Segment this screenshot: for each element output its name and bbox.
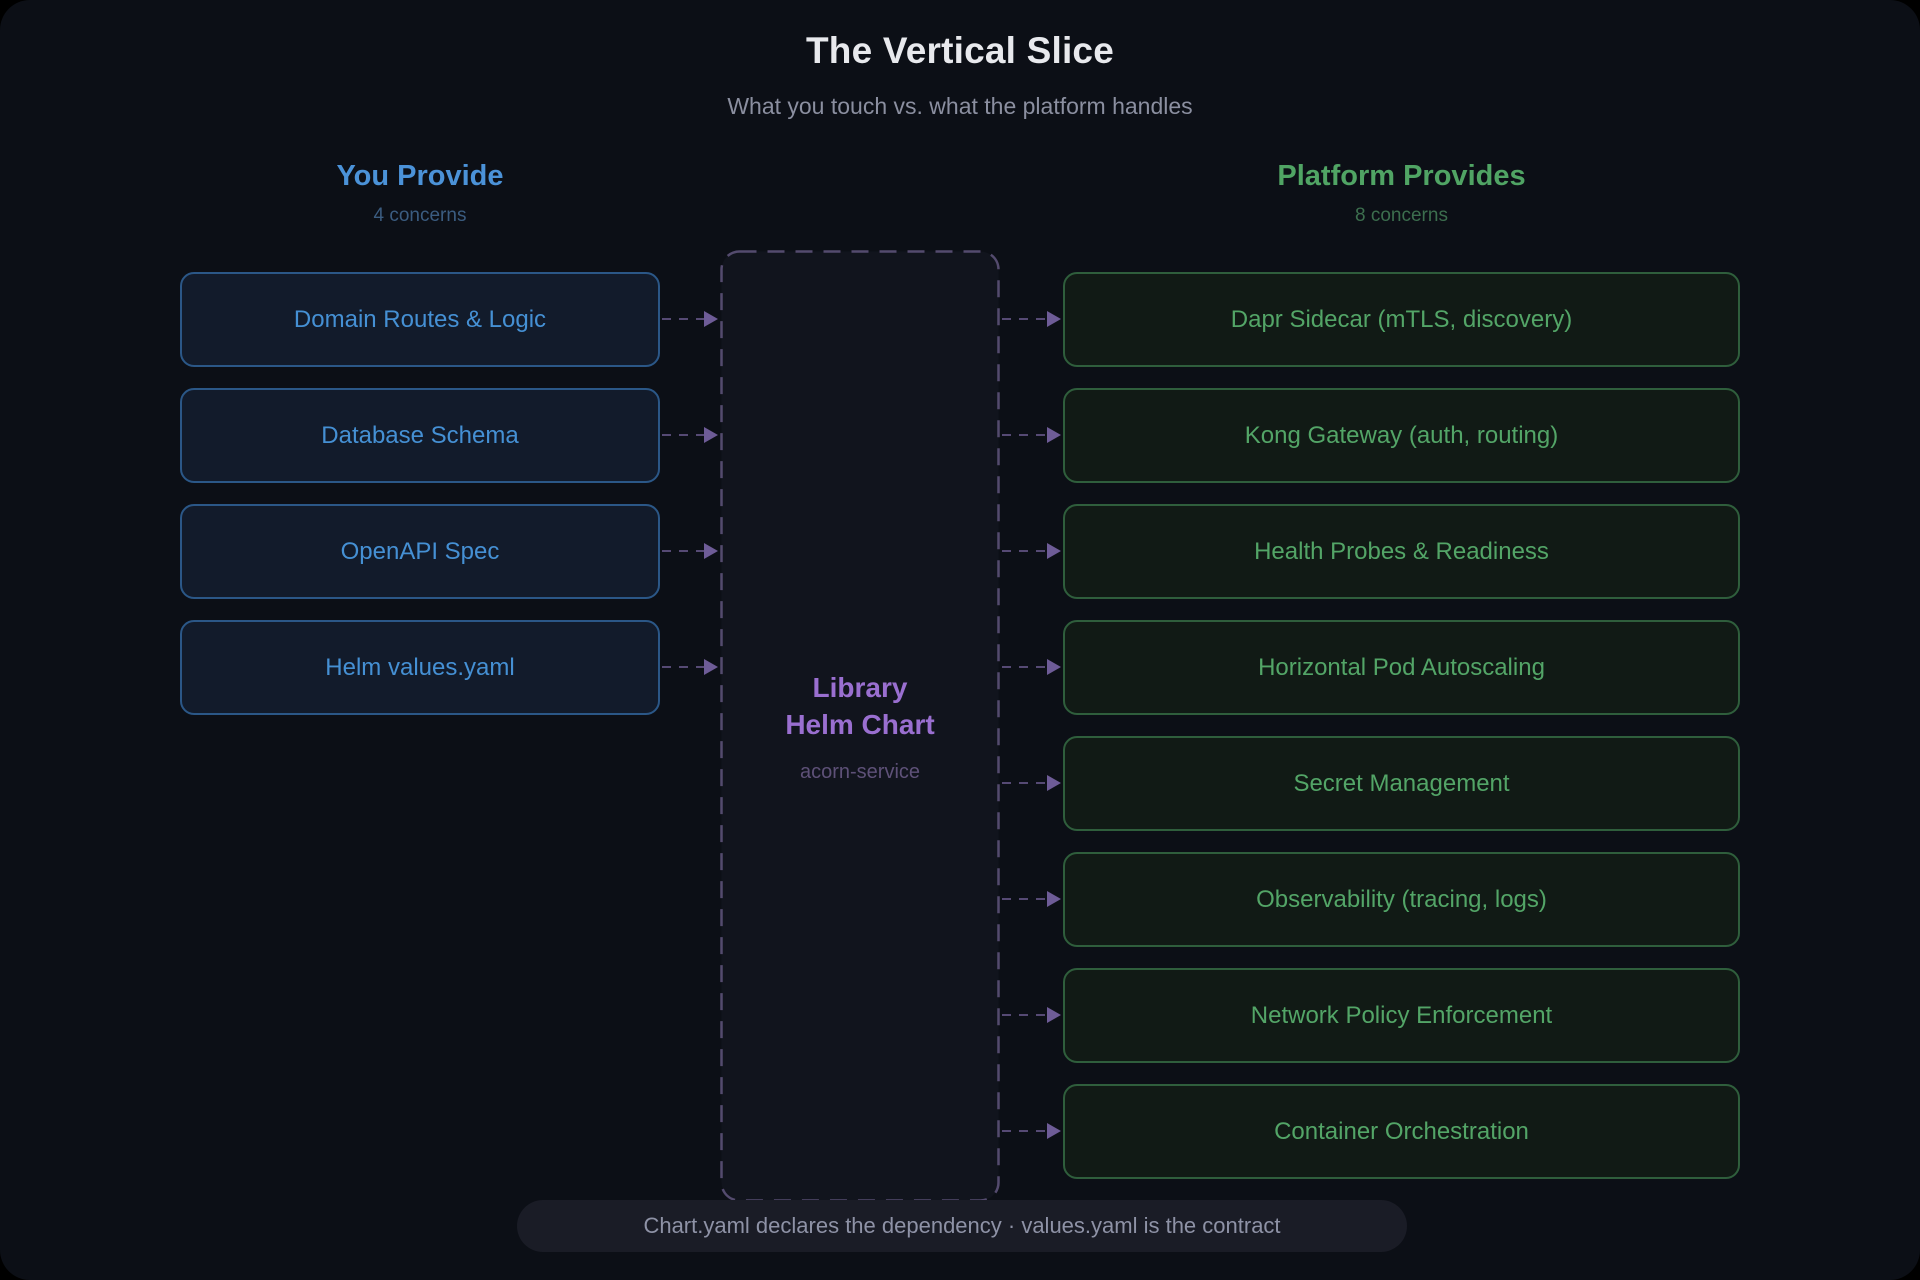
flow-arrow-right-7 <box>1002 1007 1061 1023</box>
arrow-head-icon <box>1047 659 1061 675</box>
node-label: Database Schema <box>321 421 519 449</box>
arrow-dash <box>662 434 704 436</box>
node-label: Horizontal Pod Autoscaling <box>1258 653 1545 681</box>
arrow-head-icon <box>704 659 718 675</box>
you-provide-header: You Provide 4 concerns <box>180 160 660 227</box>
center-title-line1: Library <box>812 671 908 703</box>
node-kong-gateway: Kong Gateway (auth, routing) <box>1063 388 1740 483</box>
arrow-head-icon <box>1047 1007 1061 1023</box>
node-label: Health Probes & Readiness <box>1254 537 1549 565</box>
arrow-head-icon <box>704 427 718 443</box>
node-label: Network Policy Enforcement <box>1250 1001 1553 1029</box>
flow-arrow-right-6 <box>1002 891 1061 907</box>
flow-arrow-right-3 <box>1002 543 1061 559</box>
arrow-dash <box>1002 434 1047 436</box>
node-health-probes: Health Probes & Readiness <box>1063 504 1740 599</box>
node-openapi-spec: OpenAPI Spec <box>180 504 660 599</box>
platform-provides-header: Platform Provides 8 concerns <box>1063 160 1740 227</box>
flow-arrow-right-4 <box>1002 659 1061 675</box>
arrow-dash <box>1002 782 1047 784</box>
flow-arrow-left-3 <box>662 543 718 559</box>
flow-arrow-right-5 <box>1002 775 1061 791</box>
node-container-orchestration: Container Orchestration <box>1063 1084 1740 1179</box>
library-helm-chart-box: Library Helm Chart acorn-service <box>720 250 1000 1202</box>
arrow-head-icon <box>1047 427 1061 443</box>
footer-note-pill: Chart.yaml declares the dependency · val… <box>517 1200 1407 1252</box>
page-title: The Vertical Slice <box>806 30 1114 71</box>
arrow-dash <box>1002 898 1047 900</box>
flow-arrow-right-1 <box>1002 311 1061 327</box>
arrow-dash <box>662 666 704 668</box>
arrow-dash <box>1002 1130 1047 1132</box>
arrow-dash <box>662 550 704 552</box>
node-domain-routes-logic: Domain Routes & Logic <box>180 272 660 367</box>
you-provide-count: 4 concerns <box>373 205 467 226</box>
arrow-dash <box>1002 666 1047 668</box>
arrow-dash <box>1002 1014 1047 1016</box>
node-label: Container Orchestration <box>1274 1117 1529 1145</box>
arrow-head-icon <box>1047 543 1061 559</box>
node-label: Kong Gateway (auth, routing) <box>1244 421 1559 449</box>
node-label: Secret Management <box>1293 769 1510 797</box>
node-secret-management: Secret Management <box>1063 736 1740 831</box>
node-label: Domain Routes & Logic <box>293 305 547 333</box>
you-provide-heading: You Provide <box>336 160 504 192</box>
page-subtitle: What you touch vs. what the platform han… <box>727 93 1193 119</box>
arrow-dash <box>1002 550 1047 552</box>
node-label: Helm values.yaml <box>325 653 515 681</box>
node-label: Observability (tracing, logs) <box>1256 885 1547 913</box>
node-observability: Observability (tracing, logs) <box>1063 852 1740 947</box>
platform-provides-count: 8 concerns <box>1355 205 1448 226</box>
flow-arrow-left-2 <box>662 427 718 443</box>
footer-note-text: Chart.yaml declares the dependency · val… <box>643 1213 1281 1238</box>
arrow-head-icon <box>704 543 718 559</box>
center-title-line2: Helm Chart <box>785 708 935 740</box>
platform-provides-heading: Platform Provides <box>1277 160 1526 192</box>
arrow-head-icon <box>704 311 718 327</box>
flow-arrow-right-8 <box>1002 1123 1061 1139</box>
arrow-dash <box>1002 318 1047 320</box>
flow-arrow-left-1 <box>662 311 718 327</box>
arrow-head-icon <box>1047 891 1061 907</box>
flow-arrow-right-2 <box>1002 427 1061 443</box>
arrow-head-icon <box>1047 311 1061 327</box>
node-network-policy: Network Policy Enforcement <box>1063 968 1740 1063</box>
arrow-dash <box>662 318 704 320</box>
flow-arrow-left-4 <box>662 659 718 675</box>
node-label: Dapr Sidecar (mTLS, discovery) <box>1230 305 1573 333</box>
node-label: OpenAPI Spec <box>340 537 500 565</box>
library-helm-chart-label: Library Helm Chart acorn-service <box>720 250 1000 1202</box>
arrow-head-icon <box>1047 775 1061 791</box>
node-helm-values-yaml: Helm values.yaml <box>180 620 660 715</box>
node-horizontal-pod-autoscaling: Horizontal Pod Autoscaling <box>1063 620 1740 715</box>
arrow-head-icon <box>1047 1123 1061 1139</box>
center-package-name: acorn-service <box>799 760 921 783</box>
node-dapr-sidecar: Dapr Sidecar (mTLS, discovery) <box>1063 272 1740 367</box>
node-database-schema: Database Schema <box>180 388 660 483</box>
